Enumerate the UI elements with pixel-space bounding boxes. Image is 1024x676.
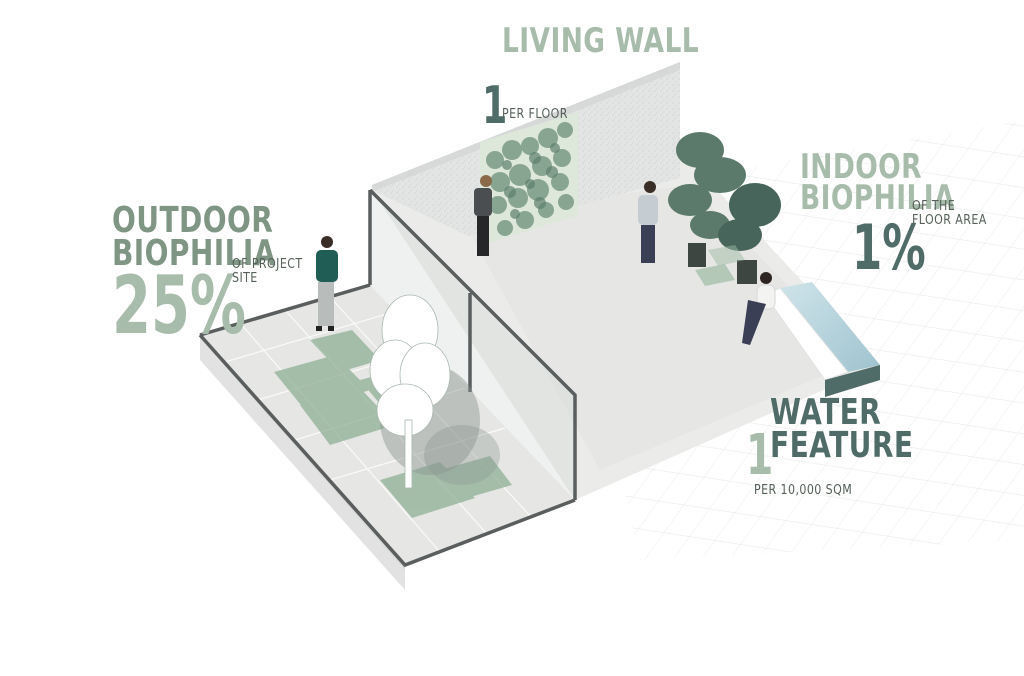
water-title-line1: WATER: [770, 392, 882, 433]
living-wall-caption: PER FLOOR: [502, 107, 568, 122]
outdoor-value: 25%: [112, 259, 247, 352]
water-feature: [764, 282, 880, 397]
indoor-caption: OF THE FLOOR AREA: [912, 199, 987, 229]
indoor-caption-line1: OF THE: [912, 199, 956, 214]
indoor-caption-line2: FLOOR AREA: [912, 213, 987, 229]
outdoor-caption-line1: OF PROJECT: [232, 257, 303, 272]
living-wall-title: LIVING WALL: [502, 21, 700, 61]
indoor-title-line2: BIOPHILIA: [800, 178, 955, 219]
person-water: [742, 272, 776, 345]
outdoor-title-line2: BIOPHILIA: [112, 233, 276, 275]
indoor-plants: [668, 132, 781, 286]
indoor-title-line1: INDOOR: [800, 147, 922, 187]
outdoor-caption: OF PROJECT SITE: [232, 257, 303, 287]
person-indoor: [638, 181, 658, 263]
water-number: 1: [746, 423, 774, 488]
outdoor-caption-line2: SITE: [232, 271, 258, 287]
outdoor-title-line1: OUTDOOR: [112, 200, 274, 241]
living-wall: [480, 112, 578, 246]
outdoor-title: OUTDOOR BIOPHILIA: [112, 200, 276, 275]
living-wall-number: 1: [482, 76, 508, 136]
water-caption: PER 10,000 SQM: [754, 483, 853, 498]
indoor-value: 1%: [852, 211, 926, 284]
glass-frame: [198, 188, 577, 568]
person-living-wall: [474, 175, 492, 256]
indoor-title: INDOOR BIOPHILIA: [800, 147, 955, 219]
outdoor-terrace: [198, 188, 577, 590]
tree: [369, 294, 500, 489]
person-outdoor: [316, 236, 338, 331]
water-title-line2: FEATURE: [770, 425, 914, 467]
water-title: WATER FEATURE: [770, 392, 914, 467]
